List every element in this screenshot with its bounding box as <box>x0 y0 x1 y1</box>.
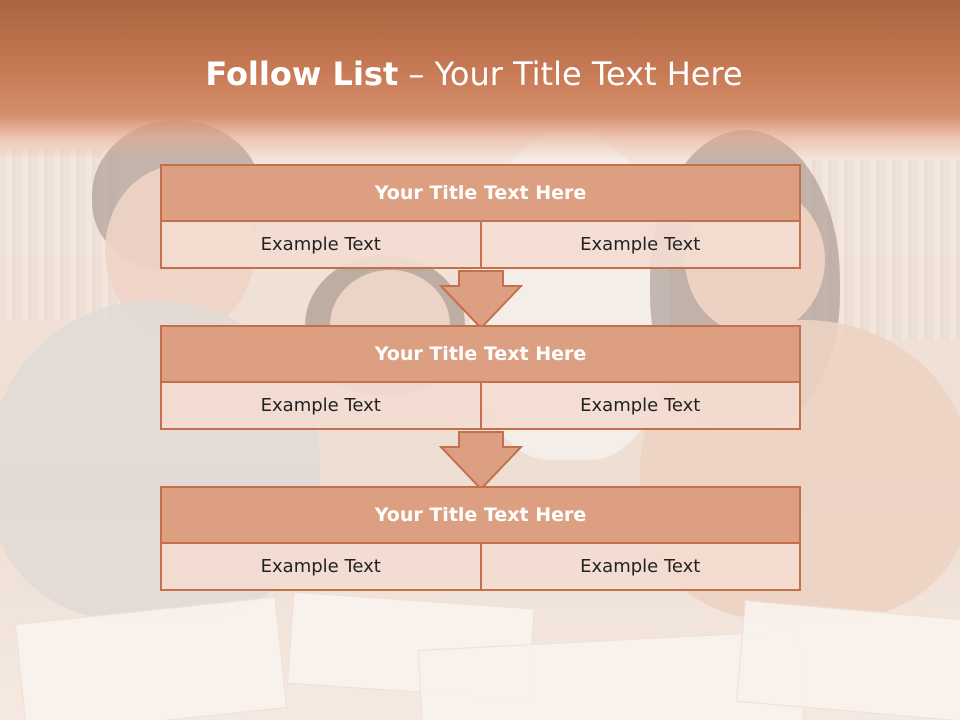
step-row: Example Text Example Text <box>160 220 801 269</box>
list-step-3[interactable]: Your Title Text Here Example Text Exampl… <box>160 486 801 591</box>
step-title[interactable]: Your Title Text Here <box>160 325 801 383</box>
down-arrow-icon <box>439 270 523 330</box>
list-step-1[interactable]: Your Title Text Here Example Text Exampl… <box>160 164 801 269</box>
step-cell-left[interactable]: Example Text <box>160 542 482 591</box>
list-step-2[interactable]: Your Title Text Here Example Text Exampl… <box>160 325 801 430</box>
step-cell-right[interactable]: Example Text <box>479 220 801 269</box>
step-cell-right[interactable]: Example Text <box>479 542 801 591</box>
step-cell-left[interactable]: Example Text <box>160 381 482 430</box>
title-band <box>0 0 960 160</box>
step-cell-right[interactable]: Example Text <box>479 381 801 430</box>
step-title[interactable]: Your Title Text Here <box>160 164 801 222</box>
step-cell-left[interactable]: Example Text <box>160 220 482 269</box>
slide-title[interactable]: Follow List – Your Title Text Here <box>0 52 960 96</box>
slide-title-bold: Follow List <box>205 55 399 93</box>
slide-title-rest: – Your Title Text Here <box>398 55 743 93</box>
step-row: Example Text Example Text <box>160 381 801 430</box>
step-row: Example Text Example Text <box>160 542 801 591</box>
down-arrow-icon <box>439 431 523 491</box>
step-title[interactable]: Your Title Text Here <box>160 486 801 544</box>
